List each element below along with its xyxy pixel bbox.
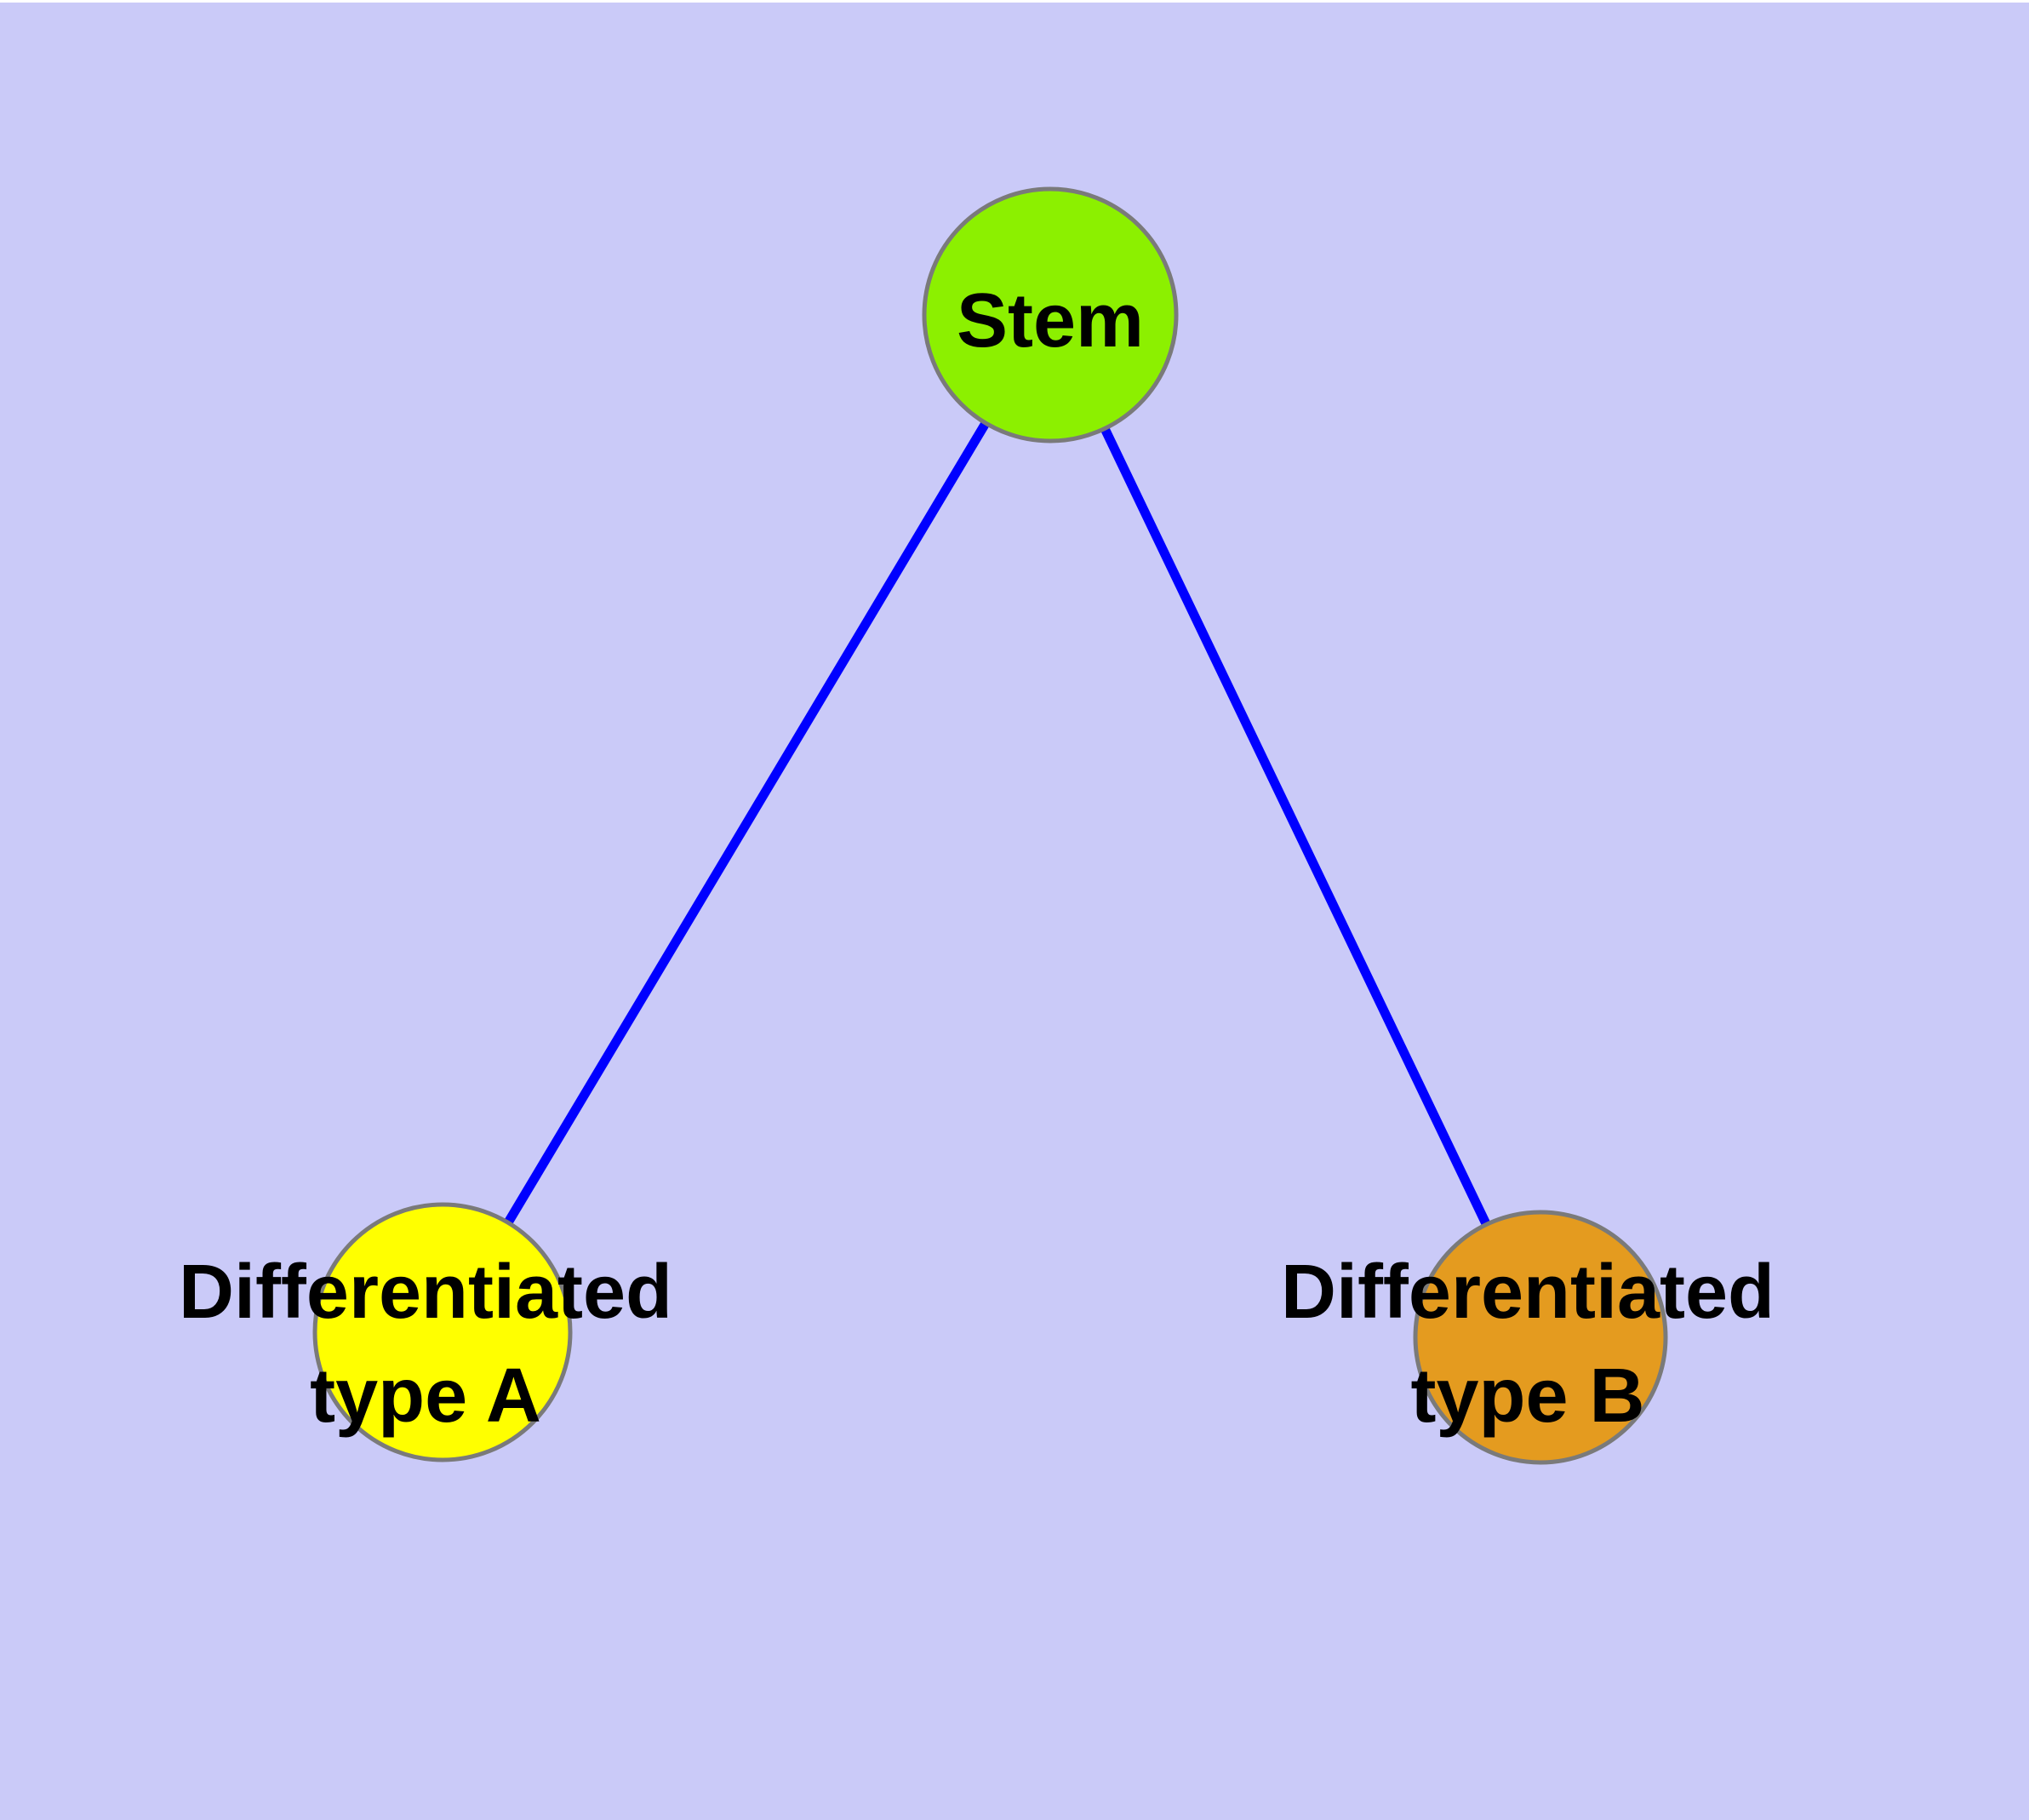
node-differentiated-type-b (1413, 1210, 1668, 1465)
node-layer (312, 186, 1668, 1465)
label-layer: Stem Differentiated type A Differentiate… (179, 278, 1775, 1439)
node-label-type-b-line1: Differentiated (1281, 1250, 1775, 1335)
node-label-type-b-line2: type B (1410, 1354, 1644, 1439)
edge-stem-to-type-a (438, 312, 1055, 1335)
node-label-type-a-line1: Differentiated (179, 1250, 672, 1335)
node-label-stem: Stem (957, 278, 1144, 363)
edge-stem-to-type-b (1046, 312, 1545, 1340)
edge-layer (438, 312, 1545, 1340)
node-label-type-a-line2: type A (310, 1354, 541, 1439)
node-stem (922, 186, 1179, 444)
node-differentiated-type-a (312, 1202, 573, 1462)
